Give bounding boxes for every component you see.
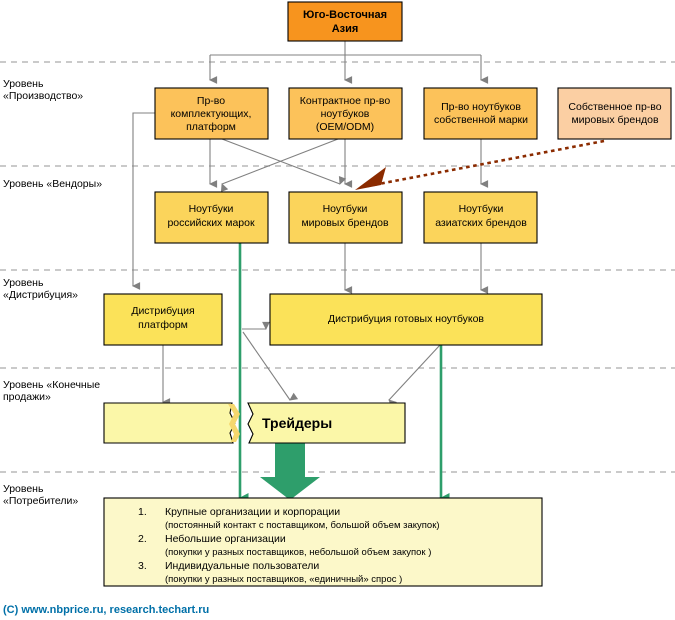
box-vendor-russian[interactable]: Ноутбуки российских марок xyxy=(154,191,269,244)
consumer-item-2-sub: (покупки у разных поставщиков, небольшой… xyxy=(165,547,431,558)
conn-ready-to-traders xyxy=(388,344,441,408)
level-label-distribution-line2: «Дистрибуция» xyxy=(3,289,78,301)
vendors-to-distribution-connectors xyxy=(242,243,489,330)
box-distribution-ready-laptops[interactable]: Дистрибуция готовых ноутбуков xyxy=(269,293,543,346)
box-production-contract-line2: ноутбуков xyxy=(321,108,370,120)
green-block-arrow-traders-to-consumers xyxy=(260,440,320,500)
consumer-item-1-num: 1. xyxy=(138,506,147,518)
box-production-own-brand-line1: Пр-во ноутбуков xyxy=(441,101,521,113)
box-distribution-platforms-rect xyxy=(103,293,223,346)
box-production-world-brands-own-line1: Собственное пр-во xyxy=(568,101,661,113)
dotted-own-production-arrow xyxy=(355,139,605,190)
box-vendor-world-line1: Ноутбуки xyxy=(323,203,368,215)
consumer-item-3-main: Индивидуальные пользователи xyxy=(165,560,319,572)
box-vendor-world-rect xyxy=(288,191,403,244)
sales-traders-box-shape xyxy=(247,402,406,444)
level-label-consumers-line1: Уровень xyxy=(3,483,44,495)
box-production-own-brand[interactable]: Пр-во ноутбуков собственной марки xyxy=(423,87,538,140)
box-southeast-asia-rect xyxy=(287,1,403,42)
box-vendor-russian-line1: Ноутбуки xyxy=(189,203,234,215)
consumer-item-3-num: 3. xyxy=(138,560,147,572)
box-southeast-asia-line1: Юго-Восточная xyxy=(303,9,387,21)
sales-left-box[interactable] xyxy=(103,402,240,444)
top-connector-tree xyxy=(209,41,489,84)
box-vendor-russian-rect xyxy=(154,191,269,244)
box-distribution-platforms[interactable]: Дистрибуция платформ xyxy=(103,293,223,346)
sales-traders-box[interactable]: Трейдеры xyxy=(247,402,406,444)
box-production-own-brand-rect xyxy=(423,87,538,140)
box-southeast-asia-line2: Азия xyxy=(332,23,359,35)
level-label-production-line1: Уровень xyxy=(3,78,44,90)
distribution-to-sales-connectors xyxy=(162,331,441,408)
box-vendor-russian-line2: российских марок xyxy=(167,217,255,229)
box-production-components[interactable]: Пр-во комплектующих, платформ xyxy=(154,87,269,140)
level-label-consumers-line2: «Потребители» xyxy=(3,495,78,507)
box-distribution-platforms-line1: Дистрибуция xyxy=(131,305,194,317)
production-to-vendors-connectors xyxy=(132,112,489,290)
box-production-own-brand-line2: собственной марки xyxy=(434,114,528,126)
box-vendor-world-line2: мировых брендов xyxy=(301,217,389,229)
dotted-arrow-line xyxy=(367,139,605,188)
consumer-item-2-main: Небольшие организации xyxy=(165,533,286,545)
level-label-final-sales-line1: Уровень «Конечные xyxy=(3,379,100,391)
box-production-components-line2: комплектующих, xyxy=(171,108,252,120)
box-vendor-asian[interactable]: Ноутбуки азиатских брендов xyxy=(423,191,538,244)
box-vendor-asian-rect xyxy=(423,191,538,244)
level-label-distribution-line1: Уровень xyxy=(3,277,44,289)
box-production-contract-rect xyxy=(288,87,403,140)
level-dividers xyxy=(0,61,675,473)
level-label-vendors-line1: Уровень «Вендоры» xyxy=(3,178,102,190)
box-production-components-line3: платформ xyxy=(186,121,236,133)
box-consumers-rect xyxy=(103,497,543,587)
sales-left-box-shape xyxy=(103,402,236,444)
conn-russian-to-traders xyxy=(242,331,299,401)
consumer-item-1-sub: (постоянный контакт с поставщиком, больш… xyxy=(165,520,440,531)
box-distribution-ready-laptops-label: Дистрибуция готовых ноутбуков xyxy=(328,313,484,325)
level-label-production-line2: «Производство» xyxy=(3,90,83,102)
box-production-components-rect xyxy=(154,87,269,140)
box-production-components-line1: Пр-во xyxy=(197,95,225,107)
box-vendor-asian-line1: Ноутбуки xyxy=(459,203,504,215)
credit-text: (C) www.nbprice.ru, research.techart.ru xyxy=(3,604,209,616)
dotted-arrow-head xyxy=(355,167,386,190)
box-vendor-asian-line2: азиатских брендов xyxy=(435,217,527,229)
level-labels: Уровень «Производство» Уровень «Вендоры»… xyxy=(3,78,102,507)
conn-contract-to-russian xyxy=(220,138,339,193)
box-production-world-brands-own-line2: мировых брендов xyxy=(571,114,659,126)
consumer-item-1-main: Крупные организации и корпорации xyxy=(165,506,340,518)
box-distribution-ready-laptops-rect xyxy=(269,293,543,346)
box-production-contract-line3: (OEM/ODM) xyxy=(316,121,374,133)
box-southeast-asia[interactable]: Юго-Восточная Азия xyxy=(287,1,403,42)
green-flow-lines xyxy=(238,243,450,503)
consumer-item-3-sub: (покупки у разных поставщиков, «единичны… xyxy=(165,574,402,585)
box-vendor-world[interactable]: Ноутбуки мировых брендов xyxy=(288,191,403,244)
conn-components-to-platforms xyxy=(132,112,155,290)
consumer-item-2-num: 2. xyxy=(138,533,147,545)
torn-edge-left xyxy=(228,404,240,442)
box-production-contract-line1: Контрактное пр-во xyxy=(300,95,391,107)
box-distribution-platforms-line2: платформ xyxy=(138,319,188,331)
level-label-final-sales-line2: продажи» xyxy=(3,391,51,403)
box-production-contract[interactable]: Контрактное пр-во ноутбуков (OEM/ODM) xyxy=(288,87,403,140)
box-consumers[interactable]: 1. Крупные организации и корпорации (пос… xyxy=(103,497,543,587)
box-production-world-brands-own-rect xyxy=(557,87,672,140)
box-production-world-brands-own[interactable]: Собственное пр-во мировых брендов xyxy=(557,87,672,140)
sales-traders-label: Трейдеры xyxy=(262,415,332,431)
